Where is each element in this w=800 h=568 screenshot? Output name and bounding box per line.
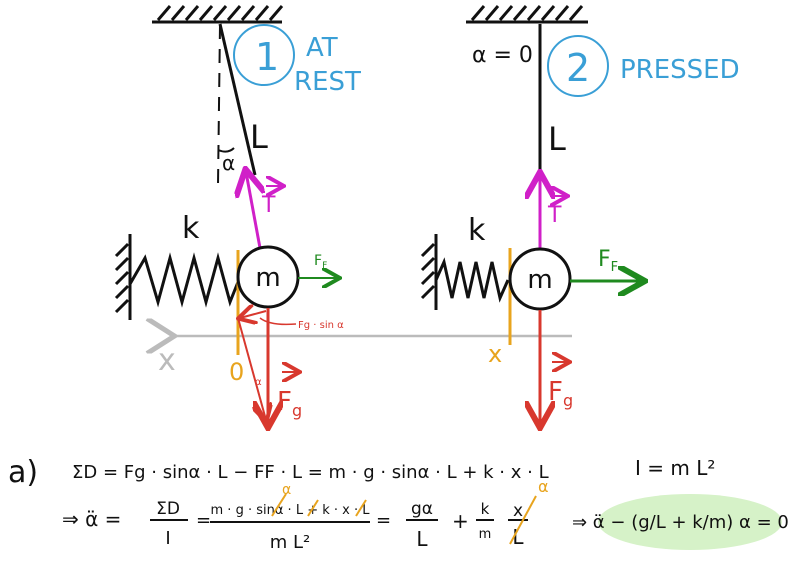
spring-label-2: k [468,213,486,248]
tension-label-2: T [547,203,562,228]
cancel-mark [271,493,287,517]
fraction-3-num: gα [411,499,433,519]
mass-2 [508,247,572,311]
panel-title-1b: REST [294,67,361,97]
ceiling-1 [152,5,284,24]
panel-at-rest: α L 1 AT REST T k 0 m FF Fg · sin α α Fg [114,5,361,425]
plus-sign: + [452,509,469,533]
sin-component-arrow [240,311,267,318]
mass-label-2: m [527,265,552,295]
gravity-label-1: Fg [277,387,302,420]
equals-sign: = [196,510,211,531]
part-label: a) [8,455,38,490]
pendulum-rod-1 [218,23,257,176]
panel-pressed: α = 0 L 2 PRESSED T k x m FF Fg [420,5,740,425]
equals-sign: = [376,510,391,531]
length-label-2: L [548,120,566,158]
spring-1 [128,252,240,308]
spring-label-1: k [182,211,200,246]
fraction-2-num: m · g · sinα · L + k · x · L [211,503,371,518]
panel-title-1a: AT [306,33,338,63]
fraction-4-den: m [479,527,492,542]
displacement-label: x [488,340,502,368]
small-angle-label: α [255,377,262,388]
gravity-component-line [237,317,266,420]
cancel-mark [307,499,319,517]
panel-title-2: PRESSED [620,55,740,85]
origin-label: 0 [229,358,244,386]
spring-2 [434,257,510,303]
equations: a) ΣD = Fg · sinα · L − FF · L = m · g ·… [8,455,789,553]
component-label: Fg · sin α [298,320,344,331]
cancel-mark [509,495,537,545]
fraction-5-den: L [512,525,524,549]
gravity-label-2: Fg [548,377,573,410]
component-pointer [259,317,297,326]
cancel-mark [355,499,367,517]
wall-1 [114,234,132,320]
fraction-2-den: m L² [270,532,311,553]
angle-label-2: α = 0 [472,43,533,68]
inertia-equation: I = m L² [635,456,715,480]
fraction-5-num: x [513,501,523,521]
number-circle-1 [233,24,295,86]
number-circle-2 [547,35,609,97]
friction-label-1: FF [314,253,327,271]
angle-label-1: α [222,151,235,175]
result-highlight [598,494,782,550]
fraction-3-den: L [416,527,428,551]
fraction-1-num: ΣD [156,499,180,519]
annotation-alpha-2: α [538,477,549,496]
equation-line-2-start: ⇒ α̈ = [62,507,121,531]
ceiling-2 [466,5,588,24]
panel-number-2: 2 [566,46,590,90]
x-axis-label: x [158,343,176,378]
equation-line-1: ΣD = Fg · sinα · L − FF · L = m · g · si… [72,462,549,483]
vertical-reference-dashed [217,24,221,186]
friction-label-2: FF [598,247,618,275]
mass-label-1: m [255,263,280,293]
fraction-4-num: k [481,500,490,518]
fraction-1-den: I [165,528,170,549]
annotation-alpha-1: α [282,482,291,498]
tension-label-1: T [261,193,276,218]
angle-arc-1 [217,147,235,153]
tension-arrow-1 [246,172,260,249]
wall-2 [420,234,438,310]
panel-number-1: 1 [255,35,279,79]
result-equation: ⇒ α̈ − (g/L + k/m) α = 0 [572,512,789,533]
length-label-1: L [250,118,268,156]
